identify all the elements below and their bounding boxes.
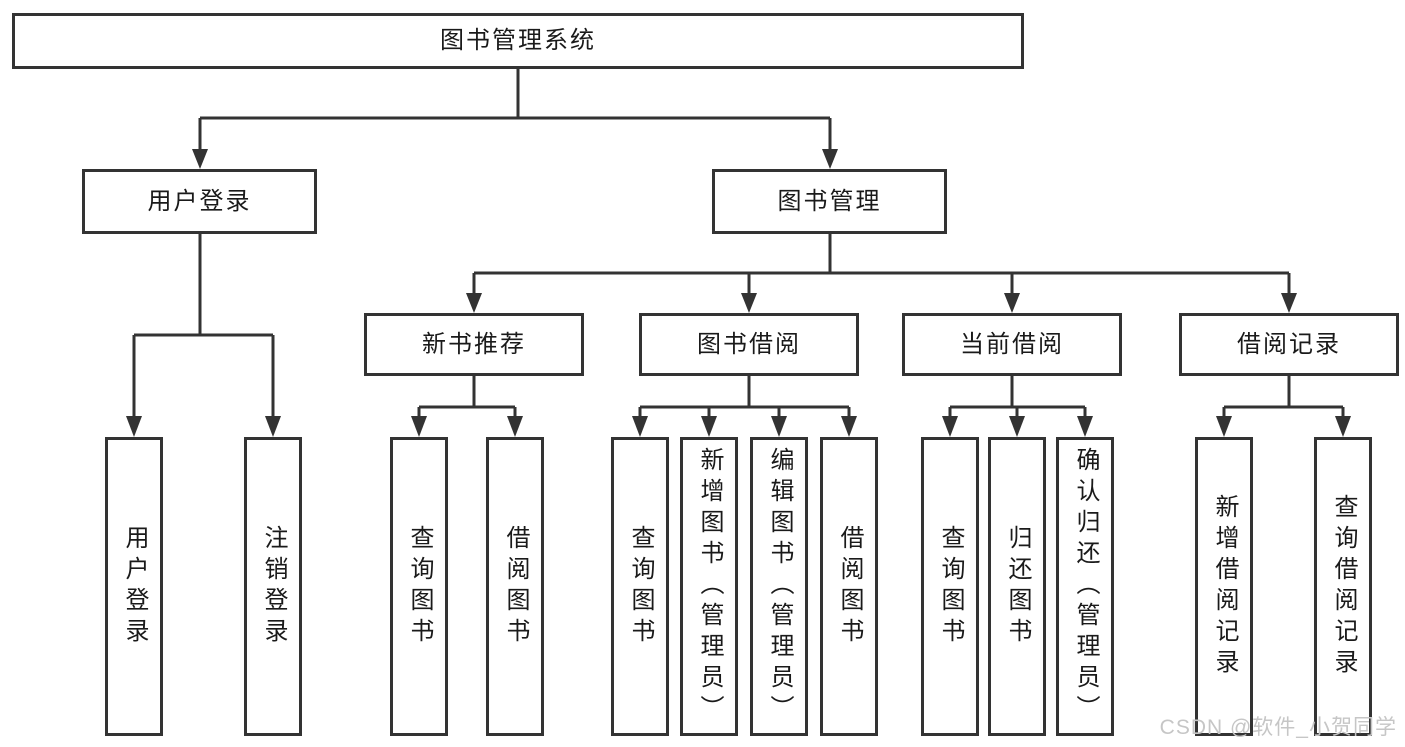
connector-book-management-branch — [472, 234, 1291, 294]
leaf-logout: 注销登录 — [244, 437, 302, 736]
leaf-confirm-return-admin: 确认归还（管理员） — [1056, 437, 1114, 736]
connector-user-login-branch — [132, 234, 275, 418]
leaf-query-books-current: 查询图书 — [921, 437, 979, 736]
node-new-book-recommendation: 新书推荐 — [364, 313, 584, 376]
leaf-query-borrow-record: 查询借阅记录 — [1314, 437, 1372, 736]
leaf-add-borrow-record: 新增借阅记录 — [1195, 437, 1253, 736]
node-book-borrowing: 图书借阅 — [639, 313, 859, 376]
connector-current-borrow-group — [948, 376, 1087, 418]
leaf-borrow-books-borrow: 借阅图书 — [820, 437, 878, 736]
leaf-add-books-admin: 新增图书（管理员） — [680, 437, 738, 736]
connector-root-to-level2 — [198, 69, 832, 150]
leaf-query-books-borrow: 查询图书 — [611, 437, 669, 736]
leaf-query-books-newbook: 查询图书 — [390, 437, 448, 736]
node-current-borrowing: 当前借阅 — [902, 313, 1122, 376]
node-book-management: 图书管理 — [712, 169, 947, 234]
node-user-login: 用户登录 — [82, 169, 317, 234]
csdn-watermark: CSDN @软件_小贺同学 — [1159, 716, 1397, 739]
connector-new-book-group — [417, 376, 517, 418]
connector-book-borrow-group — [638, 376, 851, 418]
leaf-borrow-books-newbook: 借阅图书 — [486, 437, 544, 736]
leaf-user-login: 用户登录 — [105, 437, 163, 736]
node-borrowing-records: 借阅记录 — [1179, 313, 1399, 376]
connector-borrow-records-group — [1222, 376, 1345, 418]
node-root-library-management-system: 图书管理系统 — [12, 13, 1024, 69]
leaf-return-books: 归还图书 — [988, 437, 1046, 736]
leaf-edit-books-admin: 编辑图书（管理员） — [750, 437, 808, 736]
